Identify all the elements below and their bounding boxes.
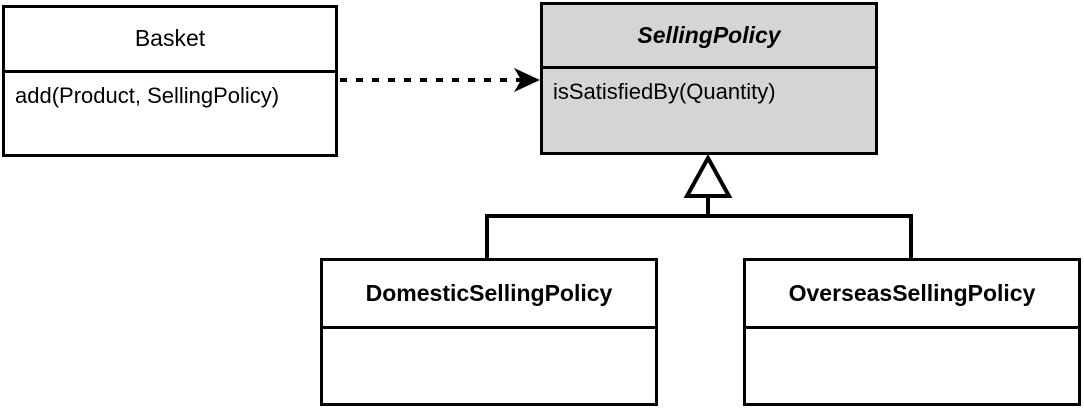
dependency-basket-to-sellingpolicy <box>340 68 540 92</box>
class-box-domestic-selling-policy[interactable]: DomesticSellingPolicy <box>320 258 658 406</box>
generalization-tree <box>485 153 913 259</box>
class-box-selling-policy[interactable]: SellingPolicy isSatisfiedBy(Quantity) <box>540 2 878 155</box>
class-members-compartment: add(Product, SellingPolicy) <box>5 73 335 154</box>
class-box-overseas-selling-policy[interactable]: OverseasSellingPolicy <box>743 258 1081 406</box>
class-name-selling-policy: SellingPolicy <box>637 21 781 48</box>
class-box-basket[interactable]: Basket add(Product, SellingPolicy) <box>2 5 338 157</box>
class-members-compartment <box>746 329 1078 403</box>
class-members-compartment <box>323 329 655 403</box>
class-name-compartment: OverseasSellingPolicy <box>746 261 1078 329</box>
class-name-compartment: DomesticSellingPolicy <box>323 261 655 329</box>
class-name-overseas-selling-policy: OverseasSellingPolicy <box>788 279 1036 306</box>
class-member: isSatisfiedBy(Quantity) <box>553 79 776 104</box>
class-members-compartment: isSatisfiedBy(Quantity) <box>543 69 875 152</box>
class-name-compartment: Basket <box>5 8 335 73</box>
class-name-domestic-selling-policy: DomesticSellingPolicy <box>365 279 613 306</box>
open-arrow-icon <box>514 68 540 92</box>
class-name-basket: Basket <box>134 25 206 52</box>
hollow-triangle-icon <box>683 153 733 198</box>
class-member: add(Product, SellingPolicy) <box>15 83 280 108</box>
class-name-compartment: SellingPolicy <box>543 5 875 69</box>
